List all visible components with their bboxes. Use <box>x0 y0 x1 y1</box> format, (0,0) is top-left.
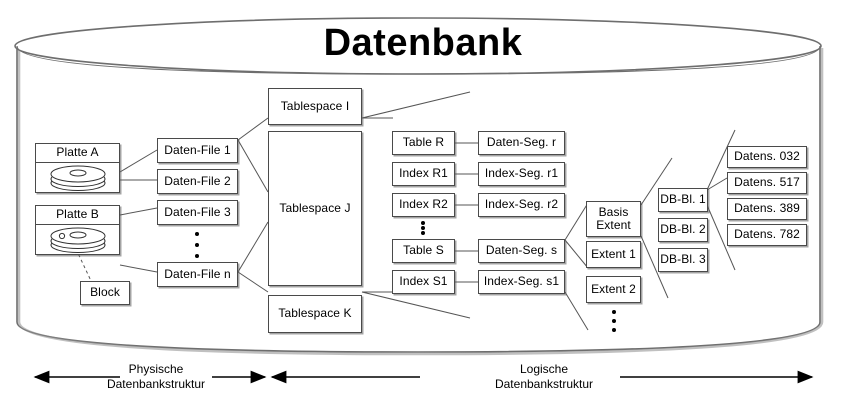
data-files-ellipsis-icon <box>194 232 200 258</box>
data-file-2[interactable]: Daten-File 2 <box>157 169 238 194</box>
data-file-3[interactable]: Daten-File 3 <box>157 200 238 225</box>
record-032[interactable]: Datens. 032 <box>727 146 807 168</box>
tablespace-j[interactable]: Tablespace J <box>268 131 362 286</box>
tablespace-k[interactable]: Tablespace K <box>268 295 362 333</box>
connector-lines-segments-extents <box>564 202 589 331</box>
record-782[interactable]: Datens. 782 <box>727 224 807 246</box>
object-index-r1[interactable]: Index R1 <box>392 162 455 186</box>
db-block-3[interactable]: DB-Bl. 3 <box>658 248 708 272</box>
disk-platter-icon <box>36 225 119 255</box>
disk-platte-a-label: Platte A <box>36 144 119 164</box>
tablespace-i[interactable]: Tablespace I <box>268 88 362 125</box>
disk-platter-icon <box>36 163 119 193</box>
segment-daten-seg-r[interactable]: Daten-Seg. r <box>478 131 565 155</box>
segment-index-seg-s1[interactable]: Index-Seg. s1 <box>478 270 565 294</box>
record-389[interactable]: Datens. 389 <box>727 198 807 220</box>
connector-lines-extents-blocks <box>640 157 673 299</box>
record-517[interactable]: Datens. 517 <box>727 172 807 194</box>
segment-daten-seg-s[interactable]: Daten-Seg. s <box>478 239 565 263</box>
disk-platte-b-label: Platte B <box>36 206 119 226</box>
object-index-r2[interactable]: Index R2 <box>392 193 455 217</box>
connector-lines-objects-segments <box>455 142 478 283</box>
data-file-1[interactable]: Daten-File 1 <box>157 138 238 163</box>
extent-1[interactable]: Extent 1 <box>586 241 641 268</box>
extent-basis[interactable]: Basis Extent <box>586 201 641 237</box>
db-block-1[interactable]: DB-Bl. 1 <box>658 188 708 212</box>
object-table-r[interactable]: Table R <box>392 131 455 155</box>
disk-platte-a[interactable]: Platte A <box>35 143 120 193</box>
objects-ellipsis-icon <box>420 221 426 235</box>
data-file-n[interactable]: Daten-File n <box>157 262 238 287</box>
axis-label-logical: Logische Datenbankstruktur <box>494 362 594 391</box>
connector-lines-files-tablespace <box>237 117 269 293</box>
disk-platte-b[interactable]: Platte B <box>35 205 120 255</box>
segment-index-seg-r1[interactable]: Index-Seg. r1 <box>478 162 565 186</box>
extent-2[interactable]: Extent 2 <box>586 276 641 303</box>
object-table-s[interactable]: Table S <box>392 239 455 263</box>
object-index-s1[interactable]: Index S1 <box>392 270 455 294</box>
block-box[interactable]: Block <box>80 281 130 305</box>
connector-lines-tablespace-objects <box>361 91 471 319</box>
segment-index-seg-r2[interactable]: Index-Seg. r2 <box>478 193 565 217</box>
page-title: Datenbank <box>323 22 523 64</box>
extents-ellipsis-icon <box>611 310 617 332</box>
db-block-2[interactable]: DB-Bl. 2 <box>658 218 708 242</box>
connector-lines-blocks-records <box>706 129 736 271</box>
cylinder-shape <box>14 17 824 356</box>
axis-label-physical: Physische Datenbankstruktur <box>106 362 206 391</box>
